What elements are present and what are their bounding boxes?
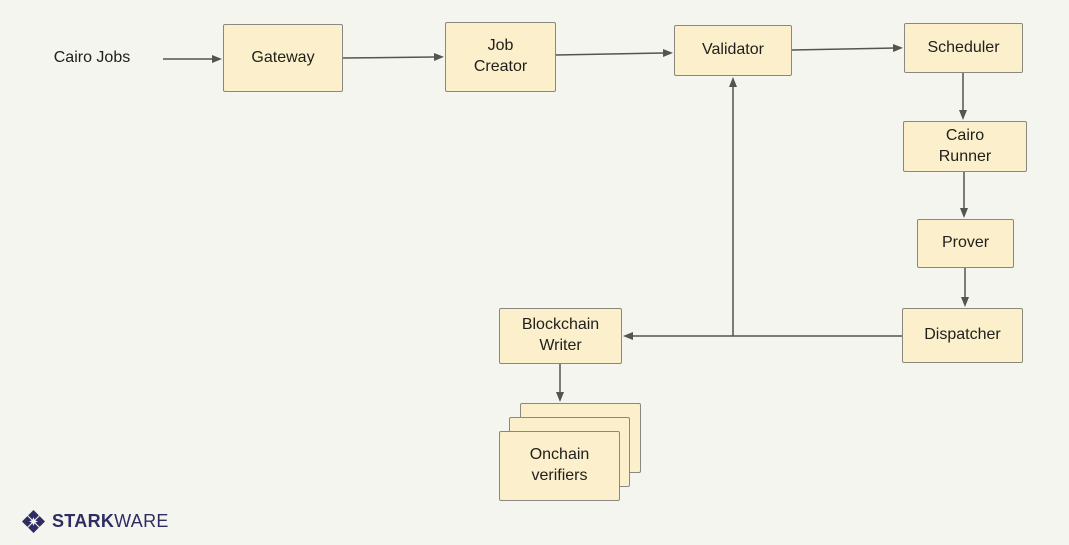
starkware-diamond-icon: [22, 510, 45, 533]
node-onchain-verifiers: Onchain verifiers: [499, 431, 620, 501]
node-prover: Prover: [917, 219, 1014, 268]
node-job-creator: Job Creator: [445, 22, 556, 92]
starkware-logo: STARK WARE: [22, 510, 169, 533]
arrow-job-creator-to-validator: [555, 49, 673, 58]
arrow-validator-to-scheduler: [791, 44, 903, 53]
wordmark-stark: STARK: [52, 511, 115, 531]
node-validator: Validator: [674, 25, 792, 76]
node-cairo-runner: Cairo Runner: [903, 121, 1027, 172]
wordmark-ware: WARE: [114, 511, 169, 531]
arrow-gateway-to-job-creator: [342, 53, 444, 62]
node-gateway: Gateway: [223, 24, 343, 92]
starkware-wordmark: STARK WARE: [52, 511, 169, 532]
node-scheduler: Scheduler: [904, 23, 1023, 73]
cairo-jobs-label: Cairo Jobs: [53, 49, 131, 66]
node-blockchain-writer: Blockchain Writer: [499, 308, 622, 364]
node-dispatcher: Dispatcher: [902, 308, 1023, 363]
